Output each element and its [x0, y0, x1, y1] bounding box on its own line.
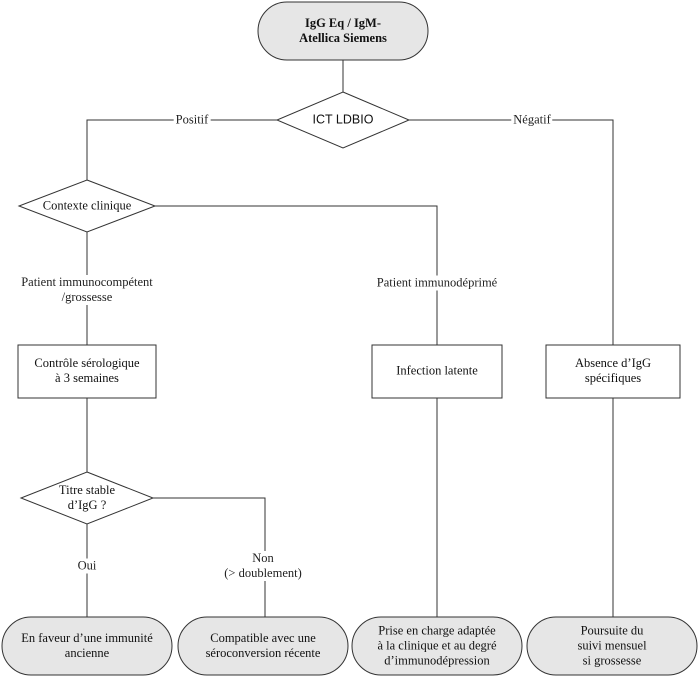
- end-suivi-shape: [526, 616, 698, 676]
- end-immunite: En faveur d’une immunité ancienne: [21, 631, 153, 660]
- label-immunocompetent: Patient immunocompétent /grossesse: [19, 275, 155, 305]
- connector-positive: [86, 119, 277, 182]
- infection-box-shape: [371, 344, 503, 399]
- connector-negative: [409, 119, 614, 345]
- end-prise-en-charge: Prise en charge adaptée à la clinique et…: [377, 623, 497, 668]
- label-immunodeprime: Patient immunodéprimé: [374, 275, 500, 291]
- end-seroconversion-shape: [177, 616, 349, 676]
- context-decision: Contexte clinique: [42, 198, 132, 213]
- end-suivi: Poursuite du suivi mensuel si grossesse: [577, 623, 647, 668]
- end-prise-shape: [351, 616, 523, 676]
- label-positif: Positif: [173, 112, 211, 128]
- titre-decision-shape: [19, 471, 155, 525]
- infection-box: Infection latente: [396, 363, 478, 378]
- context-decision-shape: [17, 179, 157, 233]
- main-decision: ICT LDBIO: [312, 112, 374, 127]
- start-terminal-shape: [257, 1, 429, 61]
- absence-box-shape: [545, 344, 681, 399]
- titre-decision: Titre stable d’IgG ?: [58, 483, 116, 512]
- end-seroconversion: Compatible avec une séroconversion récen…: [205, 631, 321, 660]
- label-negatif: Négatif: [511, 112, 553, 128]
- controle-box-shape: [17, 344, 157, 399]
- start-node: IgG Eq / IgM- Atellica Siemens: [299, 16, 387, 45]
- controle-box: Contrôle sérologique à 3 semaines: [34, 356, 140, 385]
- label-oui: Oui: [75, 558, 99, 574]
- end-immunite-shape: [1, 616, 173, 676]
- absence-box: Absence d’IgG spécifiques: [574, 356, 652, 385]
- connector-immunodeprime: [155, 205, 438, 345]
- main-decision-shape: [275, 91, 411, 149]
- label-non: Non (> doublement): [222, 551, 304, 581]
